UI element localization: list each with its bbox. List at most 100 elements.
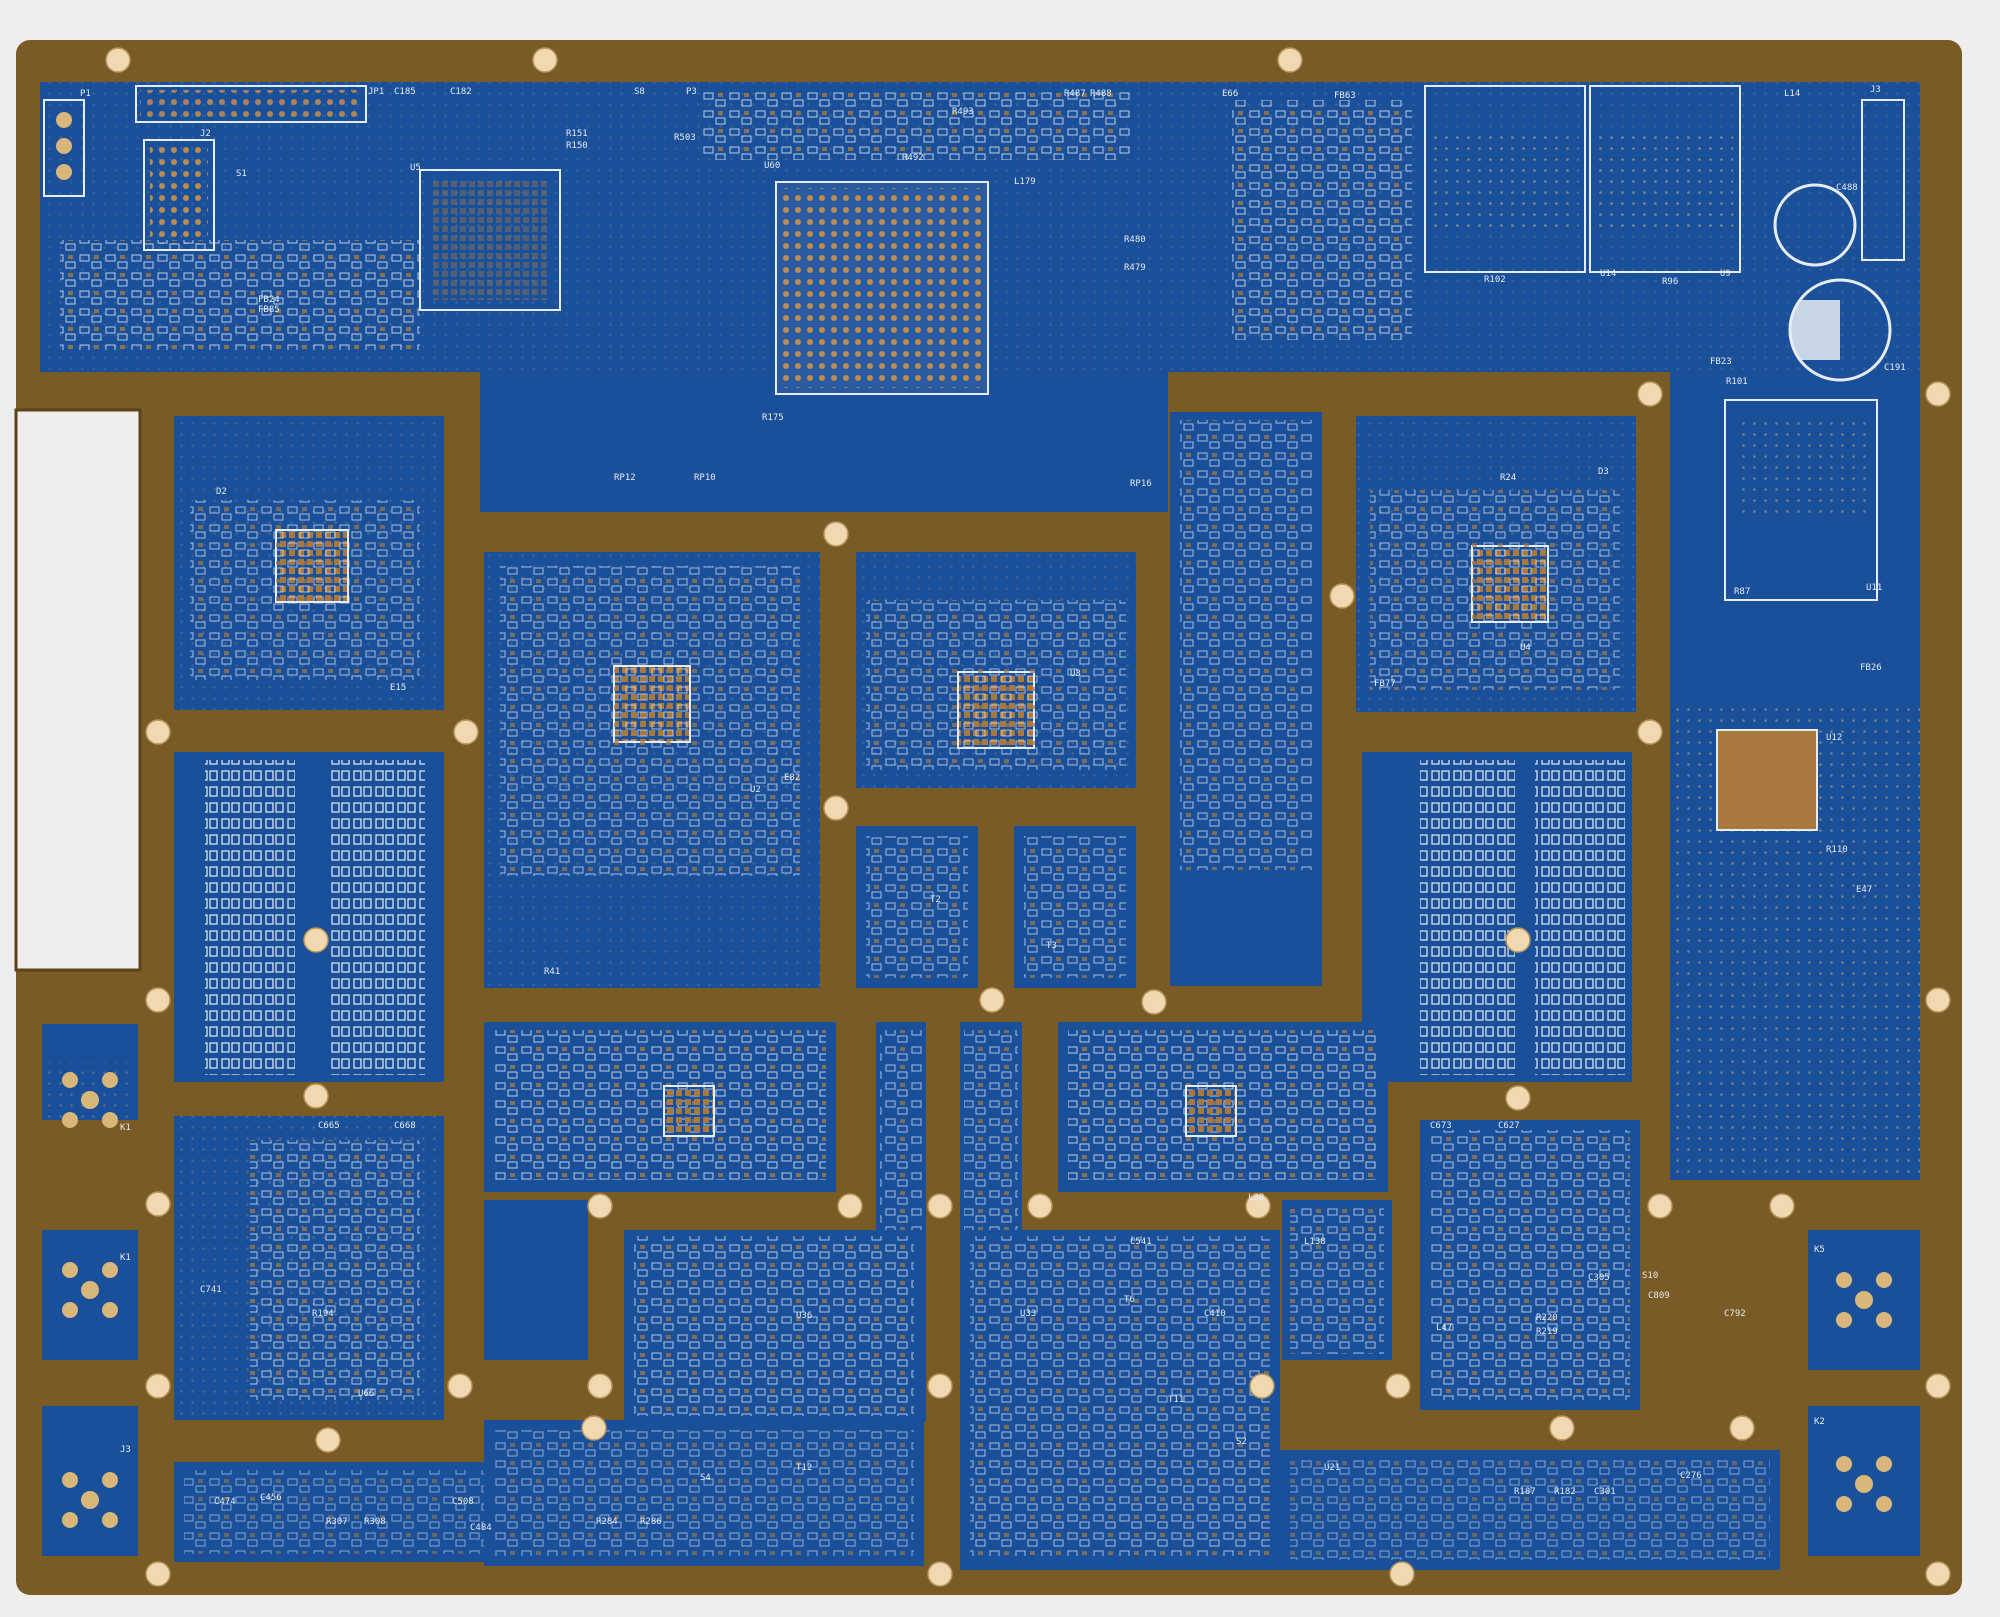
cutout-edge <box>14 408 142 972</box>
filter-column-c <box>1420 760 1515 1075</box>
label-c305: C305 <box>1588 1273 1610 1283</box>
label-fb77: FB77 <box>1374 679 1396 689</box>
label-r219: R219 <box>1536 1327 1558 1337</box>
label-r480: R480 <box>1124 235 1146 245</box>
top-mid-smd <box>700 90 1130 160</box>
label-r87: R87 <box>1734 587 1750 597</box>
header-pins <box>140 90 362 118</box>
label-r493: R493 <box>952 107 974 117</box>
label-r492: R492 <box>902 153 924 163</box>
label-k1: K1 <box>120 1123 131 1133</box>
label-j3: J3 <box>1870 85 1881 95</box>
label-r187: R187 <box>1514 1487 1536 1497</box>
label-c182: C182 <box>450 87 472 97</box>
label-c484: C484 <box>470 1523 492 1533</box>
label-s10: S10 <box>1642 1271 1658 1281</box>
label-t6: T6 <box>1124 1295 1135 1305</box>
label-u36: U36 <box>796 1311 812 1321</box>
qfn-lower-b <box>1185 1085 1237 1137</box>
label-c488: C488 <box>1836 183 1858 193</box>
label-c668: C668 <box>394 1121 416 1131</box>
module-u11 <box>1724 399 1878 601</box>
label-r194: R194 <box>312 1309 334 1319</box>
chip-u12 <box>1716 729 1818 831</box>
top-left-smd <box>60 240 420 350</box>
label-c508: C508 <box>452 1497 474 1507</box>
label-p1: P1 <box>80 89 91 99</box>
sma-right-1 <box>1808 1230 1920 1370</box>
label-c541: C541 <box>1130 1237 1152 1247</box>
label-p3: P3 <box>686 87 697 97</box>
header-connector <box>135 85 367 123</box>
label-c809: C809 <box>1648 1291 1670 1301</box>
label-fb26: FB26 <box>1860 663 1882 673</box>
label-u66: U66 <box>358 1389 374 1399</box>
label-r101: R101 <box>1726 377 1748 387</box>
label-s8: S8 <box>634 87 645 97</box>
label-c792: C792 <box>1724 1309 1746 1319</box>
block-lower-c <box>484 1200 588 1360</box>
label-rp10: RP10 <box>694 473 716 483</box>
label-e82: E82 <box>784 773 800 783</box>
label-u5: U5 <box>410 163 421 173</box>
label-rp12: RP12 <box>614 473 636 483</box>
label-c456: C456 <box>260 1493 282 1503</box>
label-u33: U33 <box>1020 1309 1036 1319</box>
label-l47: L47 <box>1436 1323 1452 1333</box>
label-jp1: JP1 <box>368 87 384 97</box>
label-u14: U14 <box>1600 269 1616 279</box>
plated-holes <box>105 47 1951 1587</box>
label-e47: E47 <box>1856 885 1872 895</box>
label-c741: C741 <box>200 1285 222 1295</box>
label-fb24: FB24 <box>258 295 280 305</box>
label-s4: S4 <box>700 1473 711 1483</box>
label-t12: T12 <box>796 1463 812 1473</box>
label-c474: C474 <box>214 1497 236 1507</box>
label-j3b: J3 <box>120 1445 131 1455</box>
label-e15: E15 <box>390 683 406 693</box>
label-k1b: K1 <box>120 1253 131 1263</box>
label-r41: R41 <box>544 967 560 977</box>
label-fb63: FB63 <box>1334 91 1356 101</box>
label-r110: R110 <box>1826 845 1848 855</box>
label-s1: S1 <box>236 169 247 179</box>
label-t3: T3 <box>1046 941 1057 951</box>
label-l14: L14 <box>1784 89 1800 99</box>
label-u60: U60 <box>764 161 780 171</box>
label-r503: R503 <box>674 133 696 143</box>
label-k2: K2 <box>1814 1417 1825 1427</box>
label-u2: U2 <box>750 785 761 795</box>
filter-column-a <box>205 760 295 1075</box>
electrolytic-cap-1 <box>1773 183 1857 267</box>
qfn-lower-a <box>663 1085 715 1137</box>
label-r286: R286 <box>640 1517 662 1527</box>
label-t2: T2 <box>930 895 941 905</box>
label-r479: R479 <box>1124 263 1146 273</box>
label-r488: R488 <box>1090 89 1112 99</box>
board-cutout <box>16 410 140 970</box>
filter-column-b <box>330 760 425 1075</box>
label-j2: J2 <box>200 129 211 139</box>
sma-left-3 <box>42 1406 138 1556</box>
label-r102: R102 <box>1484 275 1506 285</box>
label-r150: R150 <box>566 141 588 151</box>
label-c627: C627 <box>1498 1121 1520 1131</box>
bga-balls <box>782 188 982 388</box>
connector-j3 <box>1861 99 1905 261</box>
connector-p1 <box>43 99 85 197</box>
label-r284: R284 <box>596 1517 618 1527</box>
label-r151: R151 <box>566 129 588 139</box>
label-u11: U11 <box>1866 583 1882 593</box>
label-l179: L179 <box>1014 177 1036 187</box>
sma-left-2 <box>42 1230 138 1360</box>
filter-column-d <box>1535 760 1625 1075</box>
label-r175: R175 <box>762 413 784 423</box>
label-r96: R96 <box>1662 277 1678 287</box>
label-r307: R307 <box>326 1517 348 1527</box>
label-u12: U12 <box>1826 733 1842 743</box>
label-rp16: RP16 <box>1130 479 1152 489</box>
label-d3: D3 <box>1598 467 1609 477</box>
label-t11: T11 <box>1168 1395 1184 1405</box>
top-right-smd <box>1232 100 1412 340</box>
